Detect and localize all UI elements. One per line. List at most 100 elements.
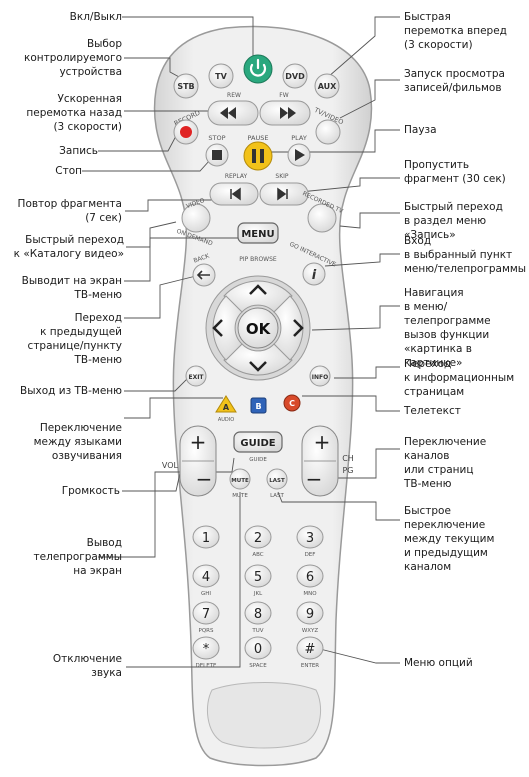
rewind-button[interactable] (207, 100, 259, 126)
label-last: Быстрое переключение между текущим и пре… (404, 505, 495, 573)
ok-label: OK (246, 320, 272, 338)
key-1-button[interactable]: 1 (192, 525, 220, 549)
pause-button[interactable] (243, 141, 273, 171)
recorded-tv-button[interactable] (307, 203, 337, 233)
key-hash-button[interactable]: # (296, 636, 324, 660)
menu-button[interactable]: MENU (237, 222, 279, 244)
nav-right-button[interactable] (273, 295, 304, 361)
label-tv-menu: Выводит на экран ТВ-меню (21, 275, 122, 301)
fw-caption: FW (279, 92, 288, 99)
rewind-icon (220, 107, 236, 119)
info-label: INFO (312, 374, 328, 381)
dvd-label: DVD (285, 72, 305, 81)
stop-button[interactable] (205, 143, 229, 167)
info-button[interactable]: INFO (309, 365, 331, 387)
key-letters: DEF (305, 552, 316, 558)
key-digit: 1 (202, 531, 210, 546)
label-exit: Выход из ТВ-меню (20, 385, 122, 397)
aux-button[interactable]: AUX (314, 73, 340, 99)
label-tv-video: Запуск просмотра записей/фильмов (404, 68, 505, 94)
c-label: C (289, 399, 295, 408)
b-button[interactable]: B (250, 397, 267, 414)
key-digit: 0 (254, 642, 262, 657)
last-button[interactable]: LAST (266, 468, 288, 490)
label-rewind: Ускоренная перемотка назад (3 скорости) (26, 93, 122, 133)
aux-label: AUX (318, 82, 337, 91)
guide-caption: GUIDE (249, 457, 267, 463)
key-star-button[interactable]: * (192, 636, 220, 660)
chevron-left-icon (212, 319, 223, 337)
key-letters: PQRS (199, 628, 214, 634)
pause-icon (252, 149, 264, 163)
label-guide: Вывод телепрограммы на экран (33, 537, 122, 577)
record-button[interactable] (173, 119, 199, 145)
volume-minus-icon: − (196, 467, 213, 491)
label-navigation: Навигация в меню/телепрограмме вызов фун… (404, 287, 491, 369)
label-audio-lang: Переключение между языками озвучивания (33, 422, 122, 462)
rew-caption: REW (227, 92, 241, 99)
vol-caption: VOL (162, 461, 179, 470)
label-video-catalog: Быстрый переход к «Каталогу видео» (13, 234, 124, 260)
key-digit: 8 (254, 607, 262, 622)
leader-lines (82, 16, 400, 668)
tv-label: TV (215, 72, 227, 81)
c-button[interactable]: C (283, 394, 301, 412)
a-label: A (223, 403, 230, 412)
tv-button[interactable]: TV (208, 63, 234, 89)
key-digit: 3 (306, 531, 314, 546)
back-button[interactable] (192, 263, 216, 287)
key-letters: ABC (252, 552, 263, 558)
label-interactive: Вход в выбранный пункт меню/телепрограмм… (404, 235, 527, 275)
info-i-icon: i (312, 268, 317, 283)
label-fast-forward: Быстрая перемотка вперед (3 скорости) (404, 11, 507, 51)
key-letters: JKL (253, 591, 263, 597)
skip-button[interactable] (259, 182, 309, 206)
ch-caption: CH (342, 454, 354, 463)
key-letters: SPACE (249, 663, 267, 669)
stb-button[interactable]: STB (173, 73, 199, 99)
label-options: Меню опций (404, 657, 473, 669)
stb-label: STB (177, 82, 194, 91)
chevron-up-icon (249, 284, 267, 295)
mute-button[interactable]: MUTE (229, 468, 251, 490)
mute-label: MUTE (231, 478, 249, 484)
b-label: B (255, 402, 261, 411)
key-4-button[interactable]: 4 (192, 564, 220, 588)
key-digit: 2 (254, 531, 262, 546)
record-icon (180, 126, 192, 138)
replay-button[interactable] (209, 182, 259, 206)
label-replay: Повтор фрагмента (7 сек) (17, 198, 122, 224)
label-pause: Пауза (404, 124, 437, 136)
remote-bottom-panel (206, 682, 322, 749)
label-info: Переход к информационным страницам (404, 358, 515, 398)
key-2-button[interactable]: 2 (244, 525, 272, 549)
key-3-button[interactable]: 3 (296, 525, 324, 549)
menu-label: MENU (241, 229, 274, 240)
exit-button[interactable]: EXIT (185, 365, 207, 387)
key-0-button[interactable]: 0 (244, 636, 272, 660)
nav-up-button[interactable] (223, 280, 293, 313)
dvd-button[interactable]: DVD (282, 63, 308, 89)
power-icon (249, 58, 267, 77)
ok-button[interactable]: OK (237, 307, 279, 349)
fast-forward-button[interactable] (259, 100, 311, 126)
key-8-button[interactable]: 8 (244, 601, 272, 625)
a-button[interactable]: A (215, 395, 237, 413)
nav-down-button[interactable] (223, 343, 293, 376)
chevron-right-icon (293, 319, 304, 337)
key-5-button[interactable]: 5 (244, 564, 272, 588)
key-letters: WXYZ (302, 628, 319, 634)
play-button[interactable] (287, 143, 311, 167)
skip-icon (277, 187, 288, 201)
interactive-button[interactable]: i (302, 262, 326, 286)
guide-button[interactable]: GUIDE (233, 431, 283, 453)
key-9-button[interactable]: 9 (296, 601, 324, 625)
video-on-demand-button[interactable] (181, 203, 211, 233)
key-6-button[interactable]: 6 (296, 564, 324, 588)
label-recorded: Быстрый переход в раздел меню «Запись» (404, 201, 503, 241)
audio-caption: AUDIO (218, 417, 234, 423)
tv-video-button[interactable] (315, 119, 341, 145)
nav-left-button[interactable] (212, 295, 243, 361)
key-7-button[interactable]: 7 (192, 601, 220, 625)
